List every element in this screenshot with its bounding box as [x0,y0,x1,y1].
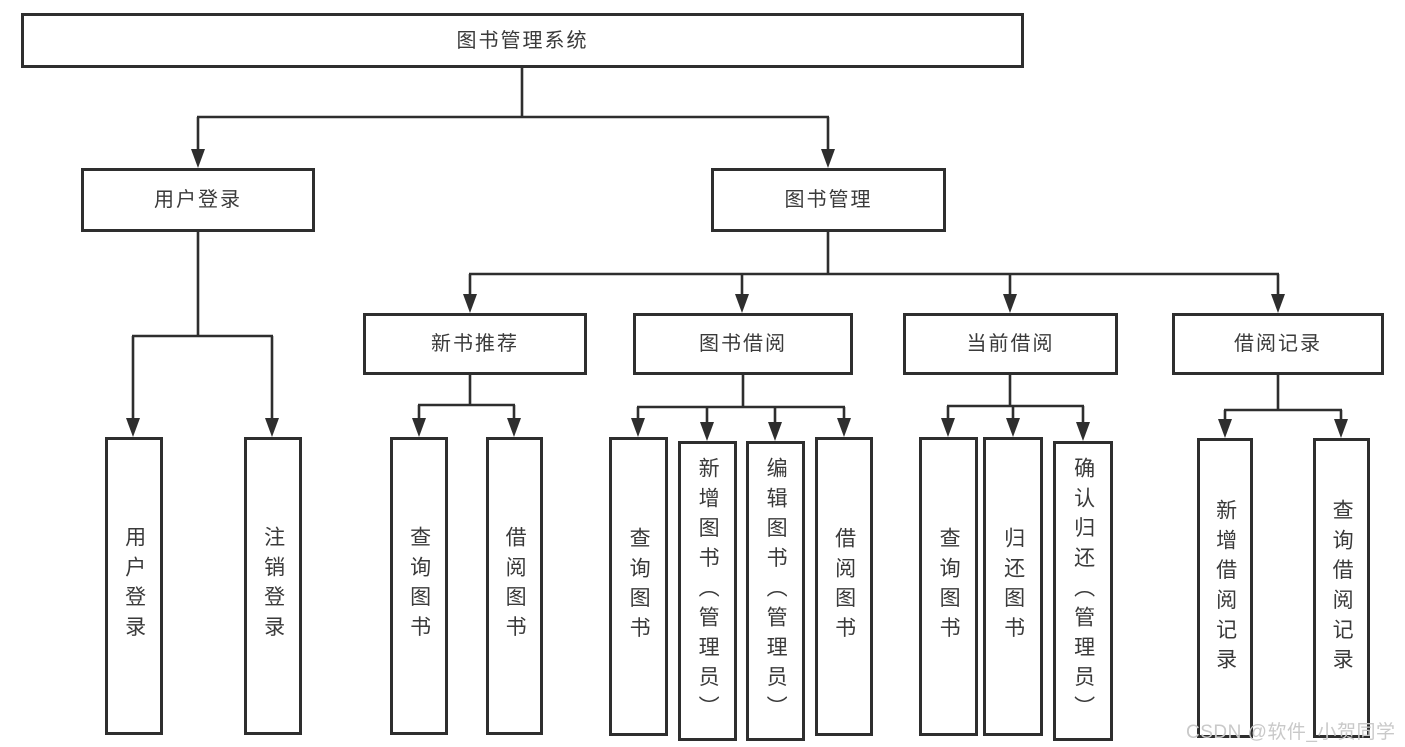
arrow-down-icon [1003,294,1017,313]
node-user-login: 用户登录 [81,168,315,232]
node-return-books: 归还图书 [983,437,1043,736]
connector-borrow-records [1218,375,1348,438]
node-add-borrow-record: 新增借阅记录 [1197,438,1253,738]
connector-current-borrow [941,375,1090,441]
arrow-down-icon [631,418,645,437]
node-query-books-under-current: 查询图书 [919,437,978,736]
connector-book-borrow [631,375,851,441]
connector-root [191,68,835,168]
node-borrow-records: 借阅记录 [1172,313,1384,375]
arrow-down-icon [1271,294,1285,313]
node-book-management: 图书管理 [711,168,946,232]
watermark: CSDN @软件_小贺同学 [1186,722,1396,743]
node-add-books-admin: 新增图书（管理员） [678,441,737,741]
node-confirm-return-admin: 确认归还（管理员） [1053,441,1113,741]
arrow-down-icon [735,294,749,313]
node-user-login-leaf: 用户登录 [105,437,163,735]
arrow-down-icon [412,418,426,437]
arrow-down-icon [700,422,714,441]
arrow-down-icon [191,149,205,168]
arrow-down-icon [265,418,279,437]
node-query-books-under-recommend: 查询图书 [390,437,448,735]
node-query-borrow-record: 查询借阅记录 [1313,438,1370,738]
arrow-down-icon [768,422,782,441]
node-borrow-books-under-borrow: 借阅图书 [815,437,873,736]
arrow-down-icon [837,418,851,437]
arrow-down-icon [126,418,140,437]
arrow-down-icon [507,418,521,437]
arrow-down-icon [821,149,835,168]
connector-new-book-recommend [412,375,521,437]
arrow-down-icon [941,418,955,437]
node-logout: 注销登录 [244,437,302,735]
node-edit-books-admin: 编辑图书（管理员） [746,441,805,741]
node-current-borrow: 当前借阅 [903,313,1118,375]
arrow-down-icon [463,294,477,313]
node-query-books-under-borrow: 查询图书 [609,437,668,736]
connector-book-management [463,232,1285,313]
arrow-down-icon [1006,418,1020,437]
arrow-down-icon [1218,419,1232,438]
node-borrow-books-under-recommend: 借阅图书 [486,437,543,735]
node-book-borrow: 图书借阅 [633,313,853,375]
node-library-system: 图书管理系统 [21,13,1024,68]
arrow-down-icon [1076,422,1090,441]
node-new-book-recommend: 新书推荐 [363,313,587,375]
arrow-down-icon [1334,419,1348,438]
connector-user-login [126,232,279,437]
